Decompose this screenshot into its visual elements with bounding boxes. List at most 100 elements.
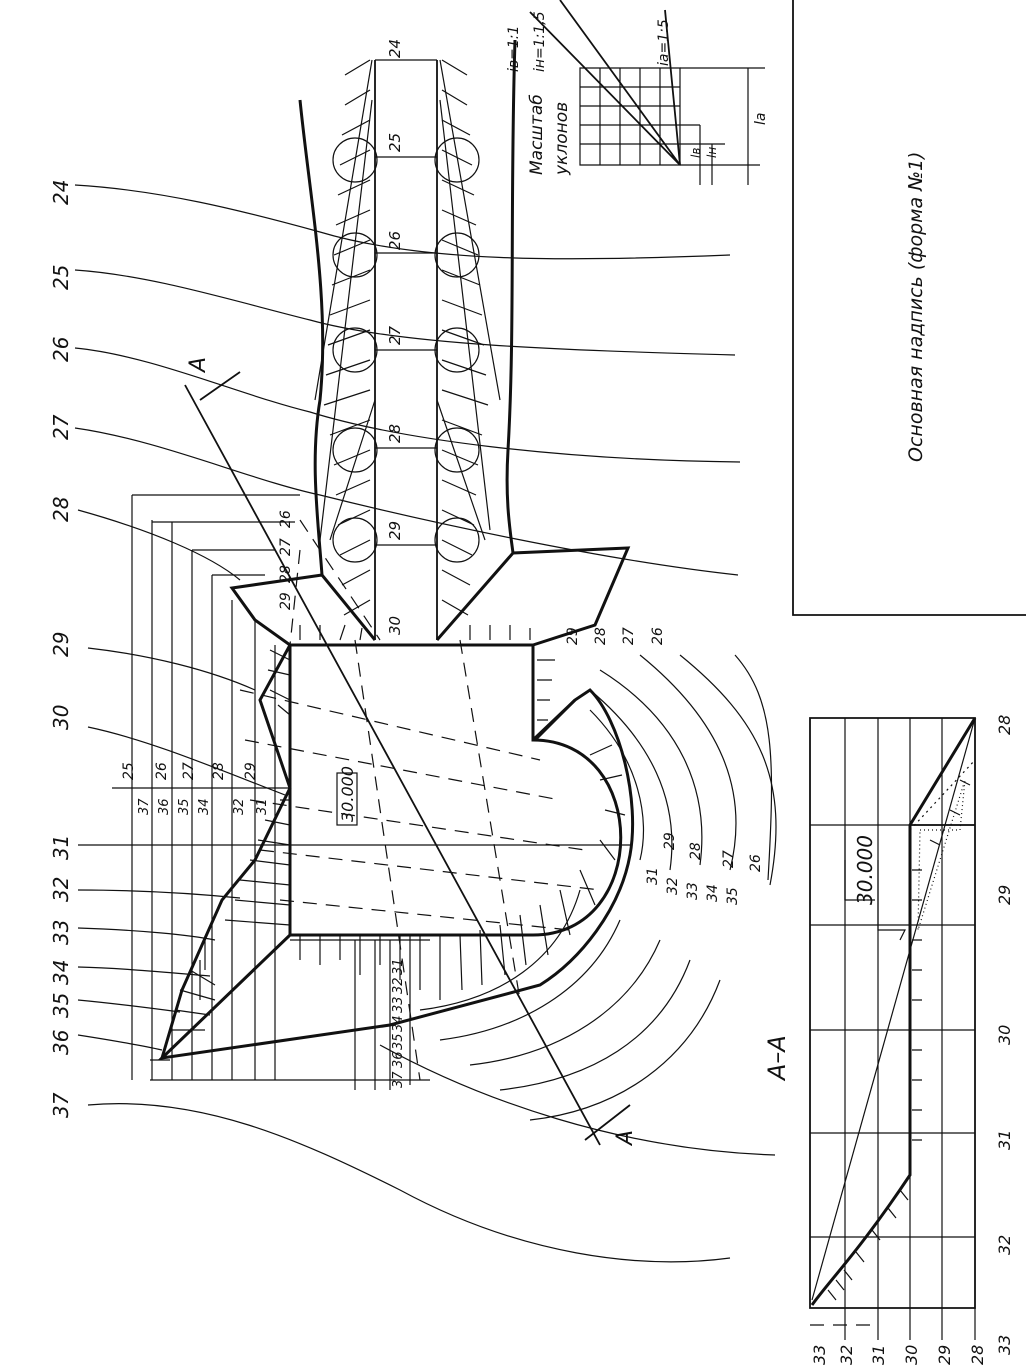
corner-mark: 27 (621, 627, 637, 645)
contour-label: 37 (49, 1092, 73, 1118)
contour-label: 36 (49, 1030, 73, 1055)
platform: 30.000 (157, 519, 635, 1081)
scale-mark: 26 (154, 762, 170, 780)
contour-label: 24 (49, 180, 73, 205)
scale-mark: 33 (391, 996, 406, 1013)
scale-mark: 34 (197, 798, 212, 815)
contour-label: 31 (49, 835, 73, 860)
road-mark: 30 (386, 616, 404, 635)
left-scale-top-marks: 25 26 27 28 29 (121, 762, 259, 780)
station-label: 32 (995, 1235, 1014, 1255)
slope-scale-title-1: Масштаб (527, 94, 547, 175)
scale-mark: 32 (391, 977, 406, 994)
contour-label: 26 (49, 337, 73, 362)
road-circles (332, 137, 480, 563)
scale-mark: 36 (157, 798, 172, 815)
station-label: 31 (995, 1130, 1014, 1150)
contour-label: 30 (49, 705, 73, 730)
corner-right-marks: 29 28 27 26 (565, 627, 666, 645)
cut-letter-top: А (186, 357, 211, 374)
contour-labels: 24 25 26 27 28 29 30 31 32 33 34 35 36 3… (49, 180, 73, 1118)
cut-letter-bottom: А (613, 1130, 638, 1147)
contour-label: 29 (49, 632, 73, 657)
scale-mark: 29 (243, 762, 259, 780)
scale-mark: 31 (255, 798, 270, 815)
arc-mark: 35 (725, 887, 741, 905)
corner-mark: 26 (650, 627, 666, 645)
scale-mark: 37 (137, 798, 152, 815)
slope-scale: iв=1:1 iн=1:1,5 iа=1:5 Масштаб уклонов l… (506, 0, 769, 185)
level-label: 33 (810, 1345, 829, 1365)
road-mark: 29 (386, 521, 404, 540)
section-mark: 30.000 (853, 835, 877, 905)
scale-mark: 34 (391, 1015, 406, 1032)
scale-mark: 37 (391, 1071, 406, 1088)
arc-mark: 26 (748, 854, 764, 872)
arc-mark: 28 (688, 842, 704, 860)
scale-mark: 35 (177, 798, 192, 815)
level-label: 28 (968, 1345, 987, 1365)
section-name: А–А (763, 1035, 791, 1082)
section-station-labels: 33 32 31 30 29 28 (995, 715, 1014, 1355)
section-hatching (827, 779, 971, 1301)
scale-mark: 32 (232, 798, 247, 815)
arc-mark: 33 (685, 882, 701, 900)
scale-mark: 36 (391, 1051, 406, 1068)
platform-mark: 30.000 (338, 766, 357, 822)
level-label: 32 (837, 1345, 856, 1365)
road-mark: 28 (386, 424, 404, 443)
corner-mark: 26 (278, 510, 294, 528)
slope-label-in: iн=1:1,5 (532, 11, 548, 72)
scale-mark: 28 (211, 762, 227, 780)
level-label: 30 (902, 1345, 921, 1365)
station-label: 29 (995, 885, 1014, 905)
dim-lv: lв (689, 148, 703, 158)
dim-la: lа (753, 113, 769, 125)
scale-mark: 27 (181, 762, 197, 780)
contour-label: 27 (49, 414, 73, 440)
road (298, 39, 517, 640)
scale-mark: 25 (121, 762, 137, 780)
road-mark: 26 (386, 231, 404, 250)
arc-mark: 27 (721, 850, 737, 868)
level-label: 31 (869, 1345, 888, 1365)
title-block-text: Основная надпись (форма №1) (905, 152, 927, 462)
corner-mark: 27 (278, 538, 294, 556)
contour-label: 28 (49, 497, 73, 522)
corner-mark: 29 (565, 627, 581, 645)
slope-scale-title-2: уклонов (552, 102, 572, 176)
contour-label: 25 (49, 265, 73, 290)
bottom-scale-marks: 37 36 35 34 33 32 31 (391, 958, 406, 1088)
section-cut-line: А А А–А (184, 357, 791, 1147)
arc-marks: 31 29 32 28 33 34 27 35 26 (645, 832, 764, 905)
section-level-labels: 33 32 31 30 29 28 (810, 1345, 987, 1365)
contour-label: 33 (49, 920, 73, 945)
platform-hatching (170, 624, 626, 1031)
dim-ln: lн (705, 147, 719, 158)
arc-mark: 29 (662, 832, 678, 850)
level-label: 29 (935, 1345, 954, 1365)
station-label: 28 (995, 715, 1014, 735)
corner-mark: 28 (278, 565, 294, 583)
road-hatching-right (441, 59, 489, 616)
road-hatching-left (323, 59, 371, 616)
station-label: 33 (995, 1335, 1014, 1355)
contour-lines (74, 184, 777, 1263)
corner-mark: 28 (593, 627, 609, 645)
arc-mark: 32 (665, 877, 681, 895)
contour-label: 32 (49, 877, 73, 902)
title-block: Основная надпись (форма №1) (792, 0, 1026, 616)
road-mark: 27 (386, 325, 404, 345)
scale-mark: 35 (391, 1033, 406, 1050)
road-mark: 25 (386, 133, 404, 152)
arc-mark: 34 (705, 884, 721, 902)
scale-mark: 31 (391, 958, 406, 975)
arc-mark: 31 (645, 867, 661, 885)
road-mark: 24 (386, 39, 404, 58)
slope-label-ia: iа=1:5 (656, 19, 672, 66)
left-grid-scale (112, 494, 430, 1090)
corner-mark: 29 (278, 592, 294, 610)
corner-left-marks: 29 28 27 26 (278, 510, 294, 610)
